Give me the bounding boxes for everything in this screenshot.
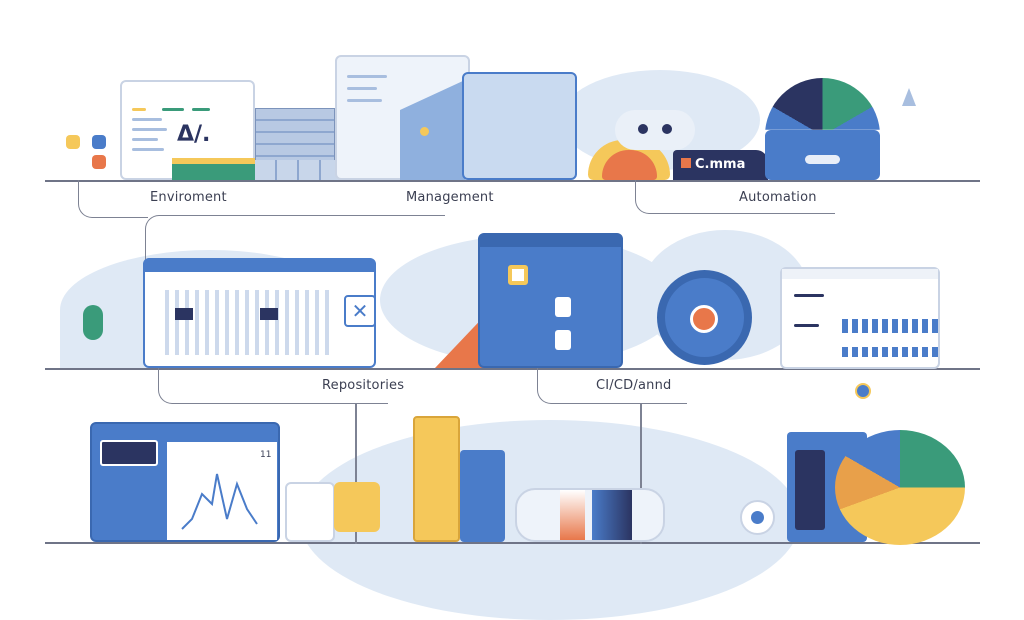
yellow-tray <box>172 158 257 180</box>
robot-eye <box>638 124 648 134</box>
section-label-cicd: CI/CD/annd <box>596 378 672 393</box>
status-dot-yellow <box>66 135 80 149</box>
connector <box>640 404 642 544</box>
robot-eye <box>662 124 672 134</box>
brand-icon <box>681 158 691 168</box>
status-dot-orange <box>92 155 106 169</box>
connector <box>355 404 357 544</box>
tree-icon <box>83 305 103 340</box>
metrics-window <box>780 267 940 369</box>
section-label-repositories: Repositories <box>322 378 405 393</box>
status-dot-blue <box>92 135 106 149</box>
pipeline-stage <box>592 490 632 540</box>
tree-icon <box>902 88 916 106</box>
section-label-automation: Automation <box>739 190 817 205</box>
pipeline-stage <box>560 490 585 540</box>
connector <box>537 368 687 404</box>
connector <box>78 180 148 218</box>
chart-number: 11 <box>260 450 272 460</box>
network-node-icon <box>855 383 871 399</box>
robot-face <box>615 110 695 150</box>
target-core <box>690 305 718 333</box>
chart-window: 11 <box>90 422 280 542</box>
pie-chart <box>835 430 965 545</box>
brand-text: C.mma <box>695 157 746 172</box>
pipeline-tube <box>515 488 665 542</box>
storage-panel <box>478 233 623 368</box>
columns-frame <box>462 72 577 180</box>
divider-line <box>45 368 980 370</box>
connector <box>145 215 445 275</box>
brand-tag: C.mma <box>673 150 768 180</box>
editor-glyph: Δ/. <box>177 122 211 147</box>
connector <box>635 180 835 214</box>
server-screen <box>795 450 825 530</box>
yellow-block <box>334 482 380 532</box>
ruler-column <box>413 416 460 542</box>
section-label-management: Management <box>406 190 494 205</box>
section-label-environment: Enviroment <box>150 190 227 205</box>
connector <box>158 368 388 404</box>
dome-slot <box>805 155 840 164</box>
gear-core <box>751 511 764 524</box>
blue-block <box>460 450 505 542</box>
settings-button[interactable]: ✕ <box>344 295 376 327</box>
divider-line <box>45 180 980 182</box>
jar-icon <box>285 482 335 542</box>
status-indicator <box>420 127 429 136</box>
analytics-dashboard <box>143 258 376 368</box>
line-chart <box>181 473 258 530</box>
divider-line <box>45 542 980 544</box>
